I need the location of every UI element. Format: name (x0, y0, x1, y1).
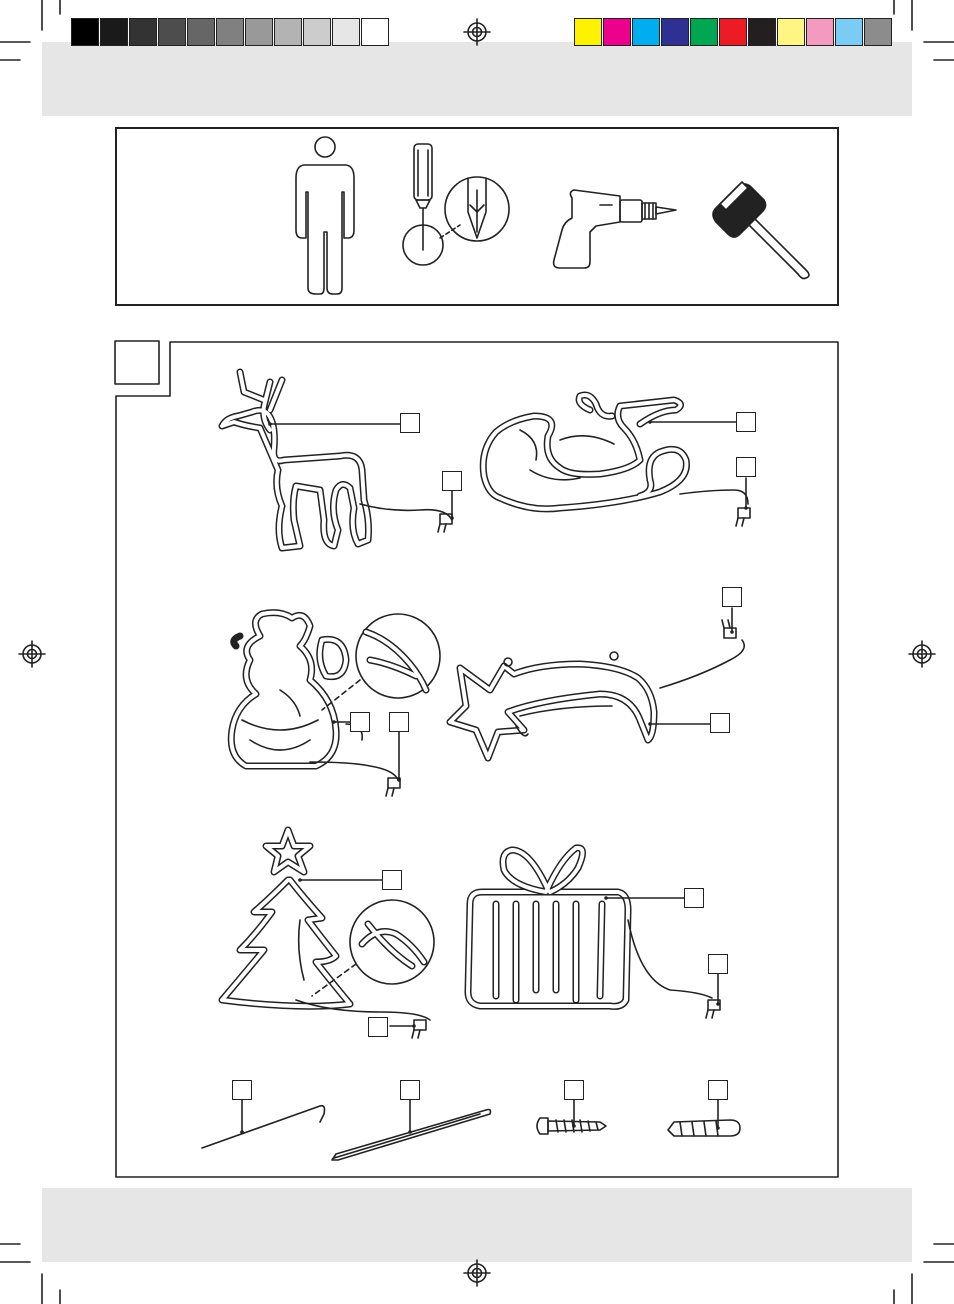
callout-box (736, 457, 756, 477)
top-gray-band (42, 42, 912, 116)
callout-box (736, 412, 756, 432)
callout-box (400, 413, 420, 433)
hammer-icon (712, 181, 810, 280)
grayscale-swatch (187, 18, 215, 46)
gift-light (464, 844, 721, 1019)
snowman-light (227, 609, 441, 797)
callout-box (710, 713, 730, 733)
grayscale-swatch (274, 18, 302, 46)
process-swatch (864, 18, 892, 46)
grayscale-swatch (303, 18, 331, 46)
callout-box (708, 1080, 728, 1100)
grayscale-swatch (100, 18, 128, 46)
callout-box (684, 888, 704, 908)
callout-box (442, 471, 462, 491)
process-swatch (661, 18, 689, 46)
ground-spike (331, 1108, 492, 1161)
callout-box (708, 954, 728, 974)
callout-box (400, 1080, 420, 1100)
screwdriver-icon (402, 143, 510, 266)
drill-icon (552, 189, 677, 269)
wall-plug (667, 1119, 741, 1137)
callout-box (564, 1080, 584, 1100)
callout-box (722, 587, 742, 607)
grayscale-swatch (71, 18, 99, 46)
callout-box (350, 712, 370, 732)
mounting-screw (536, 1117, 607, 1135)
grayscale-swatch (332, 18, 360, 46)
process-swatch (719, 18, 747, 46)
process-swatch (603, 18, 631, 46)
process-swatch (632, 18, 660, 46)
registration-mark-bottom (463, 1259, 491, 1287)
registration-mark-top (463, 18, 491, 46)
callout-box (389, 712, 409, 732)
process-swatch (835, 18, 863, 46)
process-swatch (806, 18, 834, 46)
registration-mark-right (908, 640, 936, 668)
christmas-tree-light (218, 826, 435, 1039)
callout-box (232, 1080, 252, 1100)
bottom-gray-band (42, 1188, 912, 1262)
figure-number-box (114, 340, 160, 385)
process-swatch (777, 18, 805, 46)
process-swatch (690, 18, 718, 46)
shooting-star-light (446, 619, 746, 762)
ground-peg (201, 1104, 326, 1149)
process-swatch (748, 18, 776, 46)
registration-mark-left (18, 640, 46, 668)
grayscale-swatch (158, 18, 186, 46)
grayscale-swatch (129, 18, 157, 46)
tools-required-panel (115, 127, 839, 306)
callout-box (368, 1017, 388, 1037)
callout-box (382, 870, 402, 890)
process-swatch (574, 18, 602, 46)
grayscale-swatch (216, 18, 244, 46)
person-icon (295, 136, 355, 295)
grayscale-swatch (245, 18, 273, 46)
grayscale-swatch (361, 18, 389, 46)
reindeer-light (218, 368, 453, 552)
sleigh-light (479, 391, 751, 527)
